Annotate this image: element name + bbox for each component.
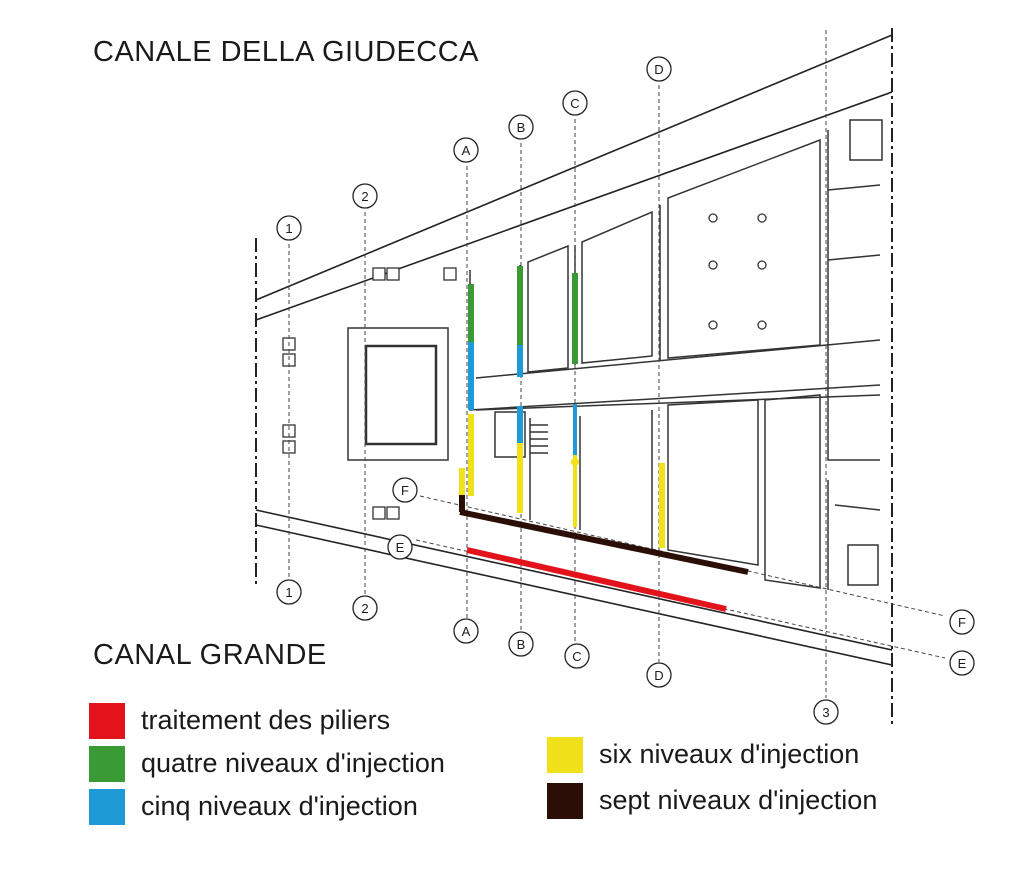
- right-wing-walls: [827, 130, 881, 461]
- large-hall: [667, 138, 821, 359]
- axis-marker-2-bottom: 2: [352, 595, 378, 621]
- injection-marks: [459, 266, 749, 612]
- svg-text:F: F: [401, 483, 409, 498]
- corridor-wall-north: [469, 270, 881, 411]
- entrance-block-outer: [347, 327, 449, 461]
- axis-marker-F-left: F: [392, 477, 418, 503]
- entrance-block-inner: [364, 344, 438, 446]
- axis-marker-A-bottom: A: [453, 618, 479, 644]
- svg-text:E: E: [958, 656, 967, 671]
- pier-symbols: [282, 267, 457, 520]
- svg-text:1: 1: [285, 585, 292, 600]
- svg-text:1: 1: [285, 221, 292, 236]
- axis-marker-D-bottom: D: [646, 662, 672, 688]
- axis-marker-D-top: D: [646, 56, 672, 82]
- legend-label: quatre niveaux d'injection: [141, 748, 445, 778]
- legend-swatch: [547, 783, 583, 819]
- column-axes: [288, 30, 827, 698]
- room-b: [527, 244, 569, 373]
- right-wing-lower: [827, 480, 881, 590]
- small-room-se: [847, 544, 879, 586]
- svg-text:C: C: [572, 649, 581, 664]
- giudecca-bank-inner: [255, 91, 893, 321]
- svg-text:A: A: [462, 143, 471, 158]
- svg-text:2: 2: [361, 189, 368, 204]
- axis-line-E: [415, 539, 946, 659]
- axis-marker-E-left: E: [387, 534, 413, 560]
- legend-swatch: [547, 737, 583, 773]
- mark-seven-levels: [459, 509, 749, 575]
- svg-text:A: A: [462, 624, 471, 639]
- legend-label: sept niveaux d'injection: [599, 785, 878, 815]
- title-canale-della-giudecca: CANALE DELLA GIUDECCA: [93, 36, 480, 68]
- legend-label: cinq niveaux d'injection: [141, 791, 418, 821]
- svg-text:B: B: [517, 637, 526, 652]
- grande-bank-inner: [255, 509, 893, 651]
- svg-text:E: E: [396, 540, 405, 555]
- axis-marker-C-bottom: C: [564, 643, 590, 669]
- title-canal-grande: CANAL GRANDE: [93, 639, 327, 671]
- staircase: [494, 411, 526, 458]
- svg-text:D: D: [654, 62, 663, 77]
- axis-marker-E-right: E: [949, 650, 975, 676]
- axis-marker-F-right: F: [949, 609, 975, 635]
- mark-six-levels-C-node: [571, 458, 579, 466]
- axis-marker-3-bottom: 3: [813, 699, 839, 725]
- corridor-wall-north-inner: [475, 394, 881, 411]
- axis-marker-C-top: C: [562, 90, 588, 116]
- axis-marker-2-top: 2: [352, 183, 378, 209]
- axis-marker-1-bottom: 1: [276, 579, 302, 605]
- svg-text:D: D: [654, 668, 663, 683]
- legend-swatch: [89, 746, 125, 782]
- lower-room-walls: [529, 399, 759, 566]
- axis-marker-B-bottom: B: [508, 631, 534, 657]
- upper-room-walls: [519, 205, 661, 375]
- canal-banks: [255, 34, 893, 666]
- axis-marker-A-top: A: [453, 137, 479, 163]
- hall-columns: [708, 213, 767, 330]
- axis-marker-B-top: B: [508, 114, 534, 140]
- svg-text:3: 3: [822, 705, 829, 720]
- stair-treads: [530, 424, 548, 454]
- giudecca-bank-outer: [255, 34, 893, 301]
- axis-marker-1-top: 1: [276, 215, 302, 241]
- grande-bank-outer: [255, 524, 893, 666]
- legend-swatch: [89, 703, 125, 739]
- svg-text:2: 2: [361, 601, 368, 616]
- mark-pillar-treatment: [466, 547, 727, 612]
- svg-text:F: F: [958, 615, 966, 630]
- legend-label: six niveaux d'injection: [599, 739, 860, 769]
- boundary-lines: [255, 28, 893, 728]
- lower-room-e: [764, 394, 821, 589]
- room-c: [581, 210, 653, 364]
- svg-text:B: B: [517, 120, 526, 135]
- small-room-ne: [849, 119, 883, 161]
- legend-label: traitement des piliers: [141, 705, 391, 735]
- axis-markers: 1 2 A B C D 1 2 A B C D 3 E F E F: [276, 56, 975, 725]
- legend-swatch: [89, 789, 125, 825]
- svg-text:C: C: [570, 96, 579, 111]
